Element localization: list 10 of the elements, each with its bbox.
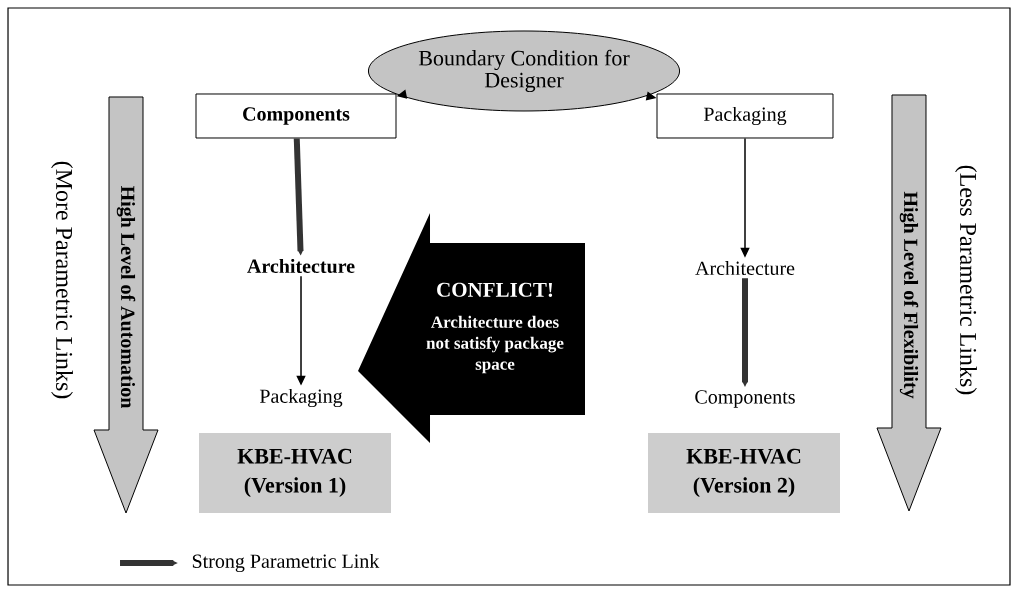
process-box: Packaging [656,93,834,139]
step-label: Architecture [695,260,795,275]
step-label: Packaging [259,388,343,408]
arrow [742,278,748,387]
step-label: Architecture [247,258,355,274]
step-label: Components [695,390,795,408]
process-box: Components [195,93,397,139]
version-box: KBE-HVAC (Version 2) [648,433,840,513]
legend-label: Strong Parametric Link [192,553,380,573]
version-box: KBE-HVAC (Version 1) [199,433,391,513]
